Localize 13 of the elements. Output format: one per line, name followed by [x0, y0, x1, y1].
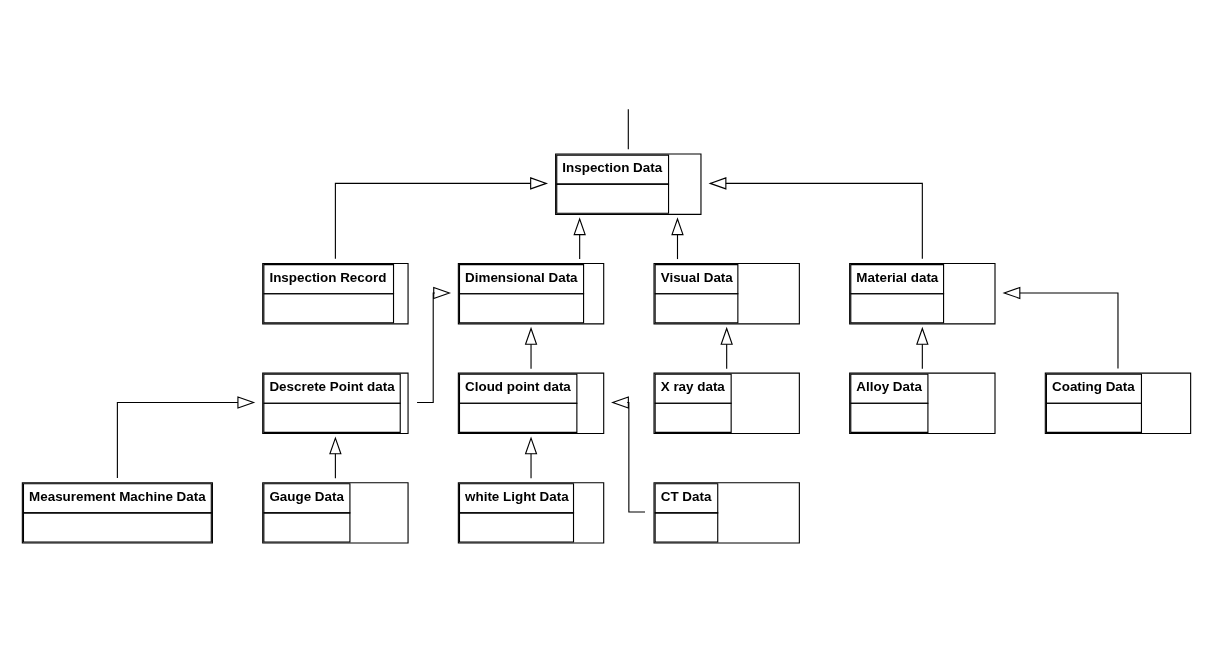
- arrow: [720, 326, 733, 369]
- arrow: [116, 395, 256, 478]
- arrow: [524, 435, 538, 479]
- arrow: [1002, 286, 1119, 369]
- arrow: [573, 216, 586, 260]
- arrow: [916, 326, 929, 369]
- arrow: [708, 176, 923, 259]
- arrow: [329, 435, 342, 479]
- arrow: [524, 326, 538, 369]
- connector: [627, 108, 629, 150]
- arrow: [334, 176, 548, 259]
- arrow: [416, 286, 452, 403]
- arrow: [671, 216, 684, 260]
